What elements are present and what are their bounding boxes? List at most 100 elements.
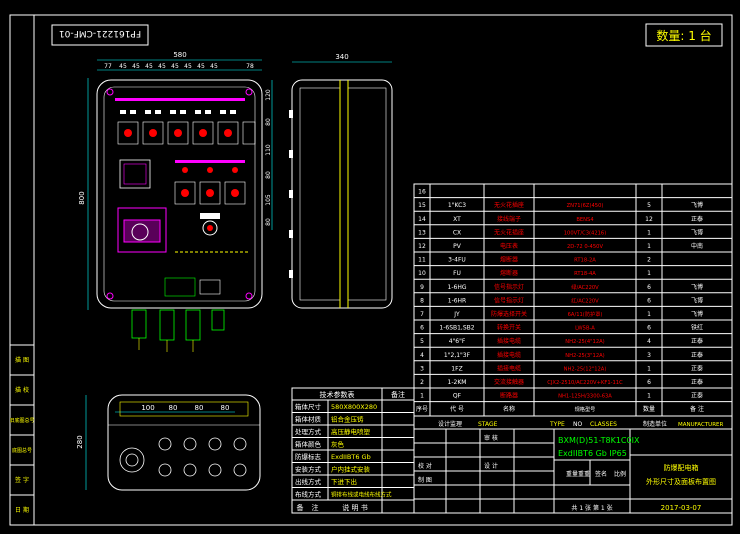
tb-date: 2017-03-07 [661, 504, 702, 512]
tech-value: 铜排布线或电线布线方式 [331, 491, 392, 499]
bom-cell: 1 [647, 229, 651, 236]
dim-bottom-seg: 80 [169, 404, 178, 412]
strip-label: 旧底图总号 [9, 417, 34, 424]
tb-model-2: ExdIIBT6 Gb IP65 [558, 449, 627, 458]
tb-drawn: 制 图 [418, 476, 432, 484]
tech-key: 布线方式 [295, 490, 322, 499]
dim-seg: 45 [184, 63, 192, 70]
front-view: 580 77 45 45 45 45 45 45 45 45 78 800 12… [78, 51, 273, 352]
bom-cell: 13 [418, 229, 426, 236]
tech-value: 户内挂式安装 [331, 465, 371, 474]
bom-cell: 转换开关 [497, 324, 521, 332]
tb-classes: CLASSES [590, 421, 617, 428]
bom-cell: 1 [420, 393, 424, 400]
bom-cell: 正泰 [691, 378, 703, 386]
dim-bottom-height: 280 [76, 435, 84, 448]
bom-cell: 正泰 [691, 337, 703, 345]
tech-footer: 备 [297, 503, 304, 512]
bom-cell: 11 [418, 257, 426, 264]
bom-header-cell: 规格型号 [575, 405, 596, 413]
bom-cell: 1-6SB1,SB2 [439, 325, 474, 332]
bom-cell: 正泰 [691, 364, 703, 372]
bom-cell: 无火花插座 [494, 201, 524, 209]
bom-cell: 正泰 [691, 351, 703, 359]
bottom-view: 280 100 80 80 80 [76, 394, 261, 491]
dim-seg: 45 [210, 63, 218, 70]
tb-ratio: 比例 [614, 470, 626, 478]
tb-sign: 签名 [595, 470, 607, 478]
bom-cell: 铁红 [691, 324, 703, 332]
dim-seg: 45 [158, 63, 166, 70]
tech-key: 防爆标志 [295, 452, 322, 461]
tech-params-table: 技术参数表 备注 箱体尺寸 580X800X280 箱体材质 铝合金压铸 处理方… [291, 387, 415, 514]
bom-cell: 16 [418, 189, 426, 196]
bom-cell: 6 [420, 325, 424, 332]
tb-no: NO [573, 421, 582, 428]
bom-cell: 15 [418, 202, 426, 209]
bom-header-cell: 代 号 [450, 405, 464, 413]
bom-cell: 正泰 [691, 215, 703, 223]
bom-cell: 防爆选择开关 [491, 310, 527, 318]
tb-design-label: 设计监理 [438, 420, 462, 428]
tb-product-2: 外形尺寸及面板布置图 [646, 477, 716, 486]
tb-sheet: 共 1 张 第 1 张 [571, 504, 612, 512]
bom-cell: XT [453, 216, 461, 223]
bom-cell: NH2-25(3"12A) [565, 353, 604, 359]
left-strip: 描 图 描 校 旧底图总号 底图总号 签 字 日 期 [9, 344, 35, 526]
dim-bottom-seg: 100 [141, 404, 154, 412]
bom-cell: 1-6HR [448, 297, 466, 304]
dim-seg: 78 [246, 63, 254, 70]
tb-model-1: BXM(D)51-T8K1C0IX [558, 436, 640, 445]
bom-cell: CX [453, 229, 461, 236]
tb-approve: 审 核 [484, 434, 498, 442]
bom-cell: 交流接触器 [494, 378, 524, 386]
tech-key: 处理方式 [295, 427, 322, 436]
bom-cell: ZN71(6Z(450) [567, 203, 604, 209]
bom-cell: QF [453, 393, 462, 400]
bom-cell: 1 [647, 365, 651, 372]
tb-mfr-label: 制造单位 [643, 420, 667, 428]
bom-cell: 10 [418, 270, 426, 277]
bom-cell: 飞博 [691, 201, 703, 209]
tb-design-value: STAGE [478, 421, 498, 428]
bom-cell: BENS4 [576, 217, 594, 223]
bom-cell: 6 [647, 297, 651, 304]
bom-cell: 4"6"F [449, 338, 466, 345]
bom-cell: 4 [647, 338, 651, 345]
bom-cell: 3-4FU [448, 257, 466, 264]
bom-cell: 熔断器 [500, 269, 518, 277]
bom-cell: NH1-125H/3300-63A [558, 394, 612, 400]
bom-cell: 插接电缆 [497, 364, 521, 372]
tech-remark-title: 备注 [391, 390, 405, 399]
bom-cell: NH2-25(4"12A) [565, 339, 604, 345]
bom-cell: 无火花插座 [494, 228, 524, 236]
dim-front-height: 800 [78, 191, 86, 204]
tech-key: 箱体颜色 [295, 440, 322, 449]
bom-cell: 1FZ [451, 365, 462, 372]
bom-cell: 1"KC3 [448, 202, 466, 209]
bom-cell: 8 [420, 297, 424, 304]
bom-cell: PV [453, 243, 462, 250]
title-block: 设计监理 STAGE TYPE NO CLASSES 制造单位 MANUFACT… [413, 415, 733, 514]
drawing-code: FP161221-CMF-01 [59, 28, 141, 38]
bom-cell: 1 [647, 270, 651, 277]
bom-header-cell: 数量 [643, 405, 655, 413]
bom-cell: 12 [645, 216, 653, 223]
bom-cell: 9 [420, 284, 424, 291]
dim-seg: 45 [132, 63, 140, 70]
tech-footer: 说 明 书 [342, 503, 367, 512]
bom-cell: 5 [420, 338, 424, 345]
bom-cell: 1 [647, 393, 651, 400]
dim-right-seg: 80 [265, 171, 272, 179]
tech-value: 高压静电喷塑 [331, 427, 371, 436]
bom-cell: 2 [647, 257, 651, 264]
bom-cell: 红/AC220V [571, 296, 599, 304]
dim-seg: 45 [171, 63, 179, 70]
tb-product: 防爆配电箱 [664, 463, 699, 472]
strip-label: 描 图 [15, 356, 29, 364]
bom-header-cell: 名称 [503, 405, 515, 413]
bom-cell: 4 [420, 352, 424, 359]
bom-cell: 1 [647, 243, 651, 250]
bom-cell: 3 [420, 365, 424, 372]
